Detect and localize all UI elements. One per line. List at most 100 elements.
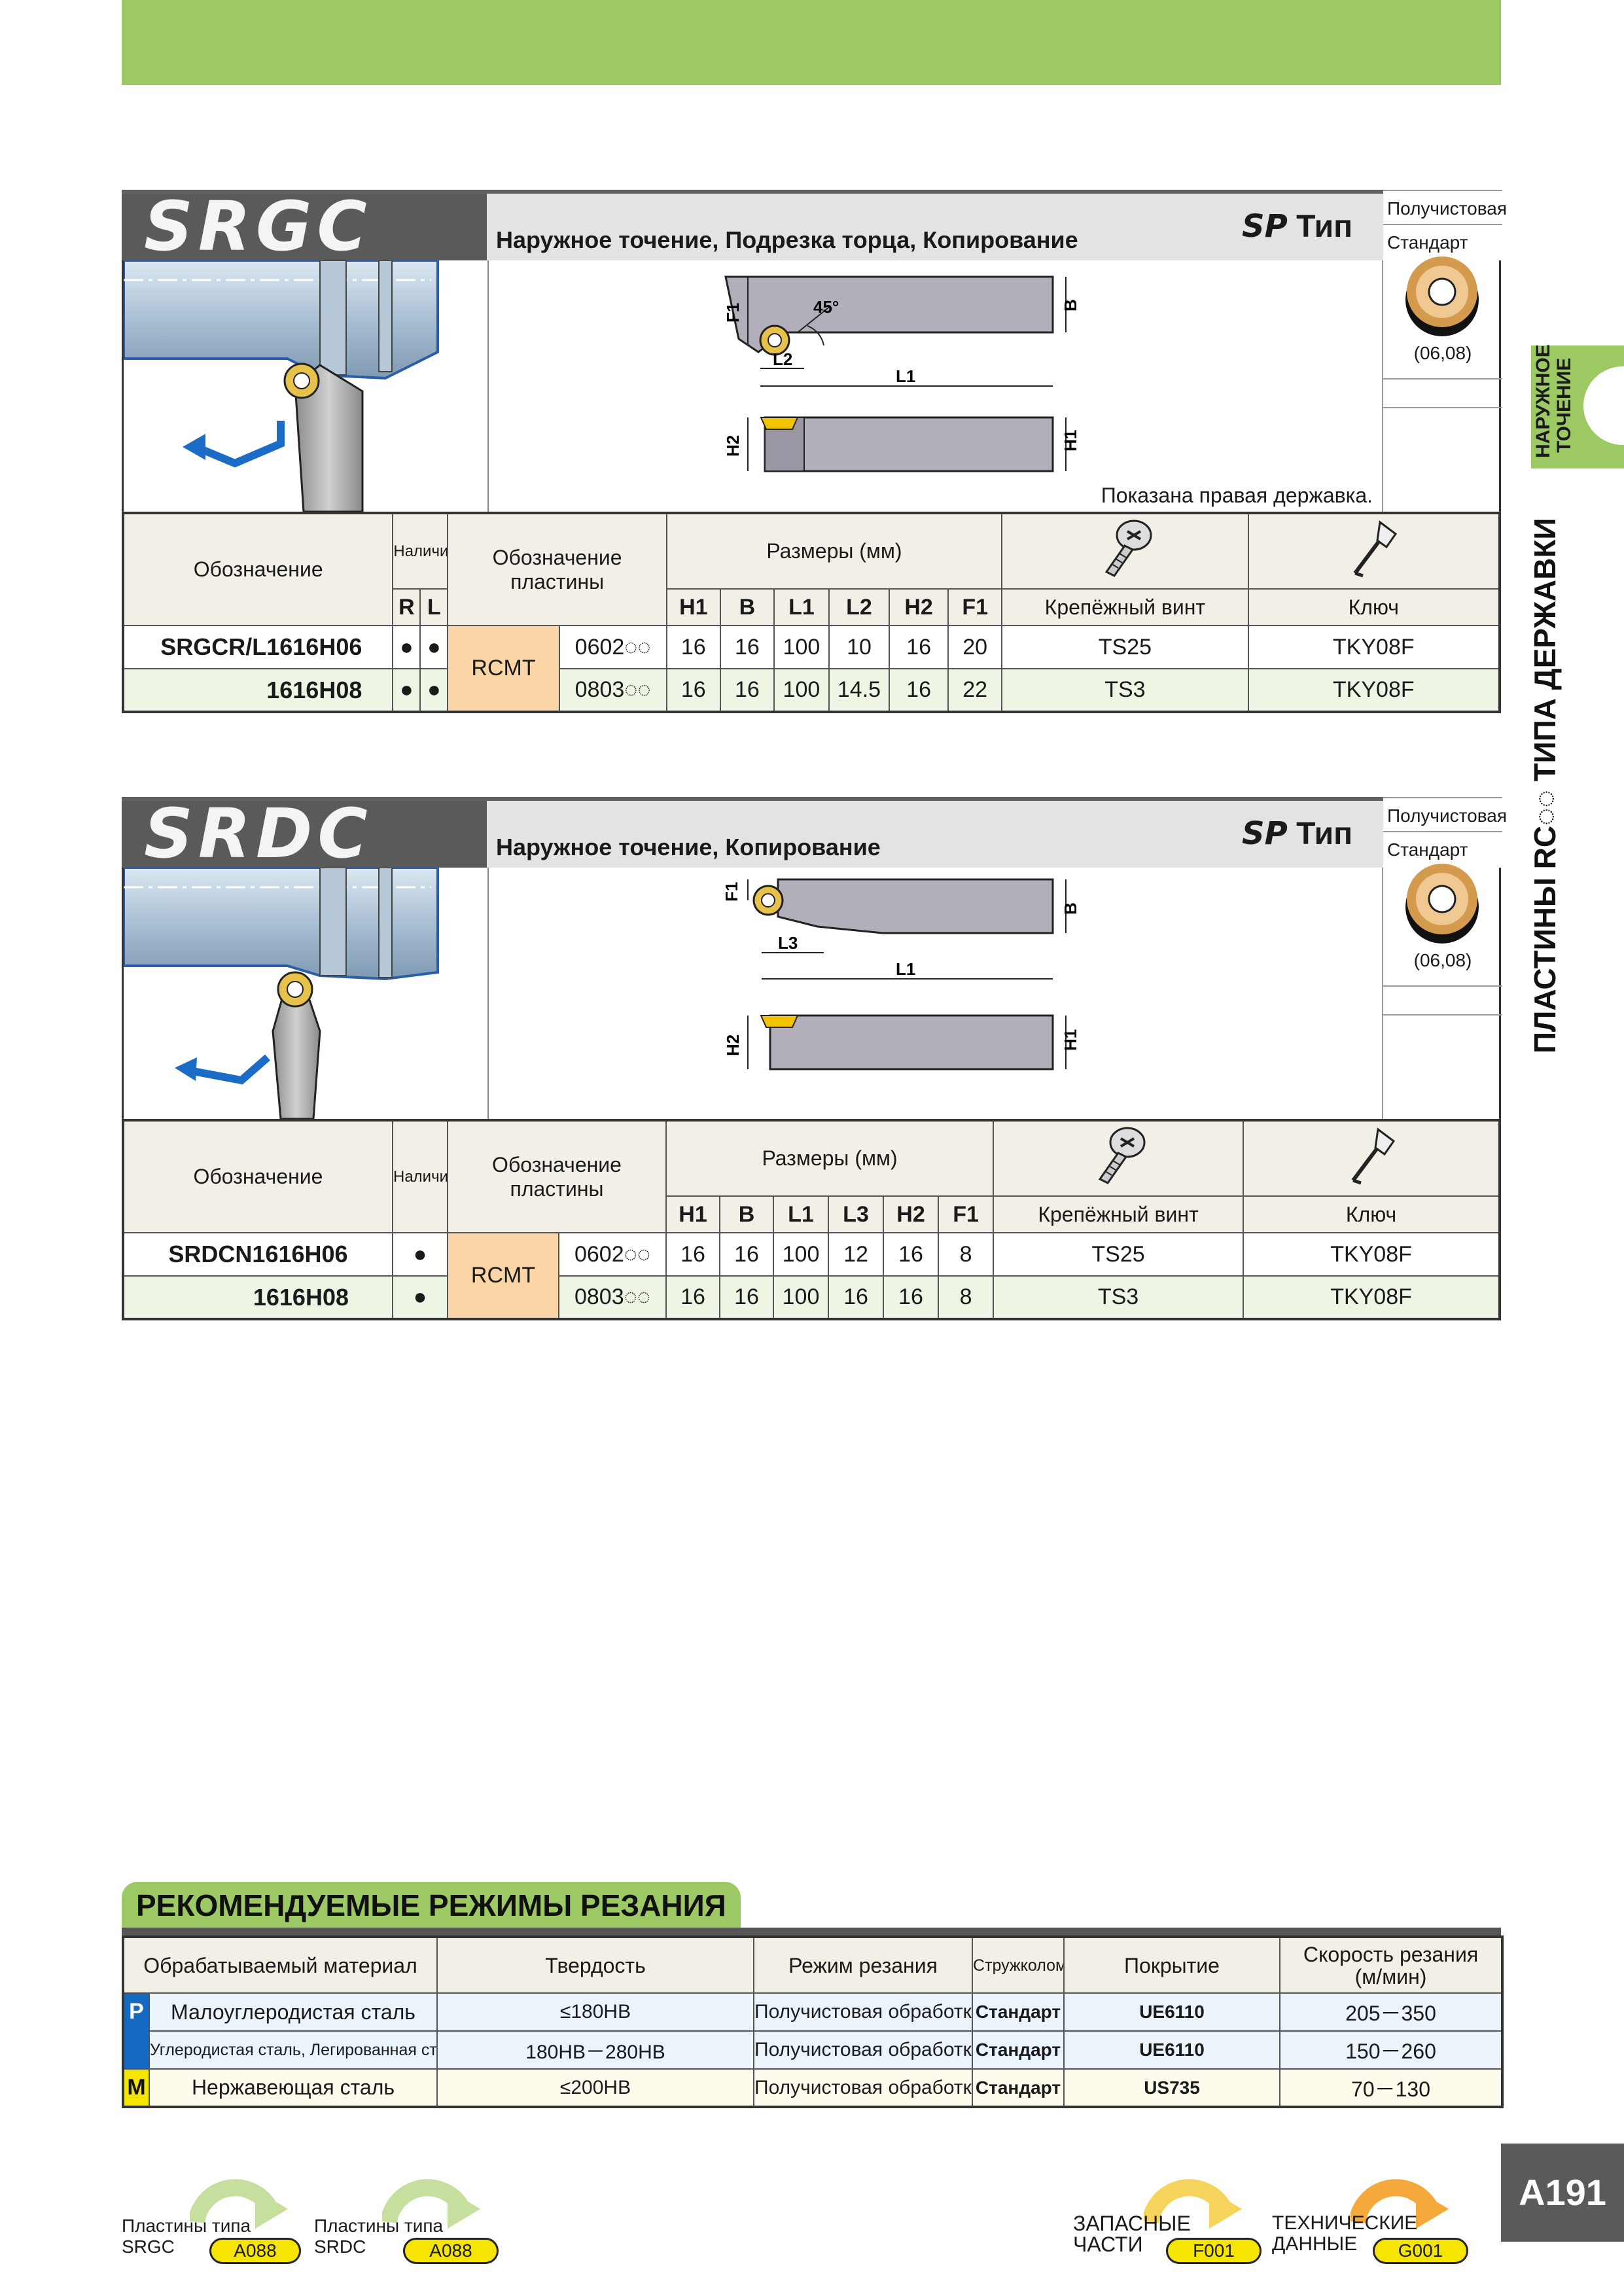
srdc-block: SRDC Наружное точение, Копирование SP Ти…: [122, 794, 1507, 1320]
cell-designation: SRGCR/L1616H06: [122, 625, 394, 669]
cell-speed: 205－350: [1279, 1992, 1504, 2032]
footer-ref-a088[interactable]: A088: [209, 2238, 301, 2264]
footer-link-srgc[interactable]: Пластины типа SRGC: [122, 2216, 251, 2257]
srgc-code-box: SRGC: [122, 186, 487, 266]
cell-availability: ●: [392, 1232, 448, 1277]
srdc-title: Наружное точение, Копирование: [496, 834, 881, 860]
col-insert-designation: Обозначение пластины: [447, 512, 667, 626]
col-key-icon-cell: [1243, 1120, 1501, 1197]
cell-coating: US735: [1063, 2068, 1281, 2108]
screw-icon: [1105, 520, 1152, 577]
srgc-figure-area: 45° B F1 L2 L1 H1 H2 Показана правая дер…: [122, 190, 1507, 513]
table-row[interactable]: M Нержавеющая сталь ≤200HB Получистовая …: [122, 2068, 1504, 2108]
cell-designation: 1616H08: [122, 668, 394, 713]
cell-h1: 16: [665, 668, 721, 713]
col-b: B: [719, 588, 775, 626]
cell-hardness: ≤200HB: [436, 2068, 755, 2108]
col-screw: Крепёжный винт: [993, 1195, 1244, 1233]
cell-hardness: 180HB－280HB: [436, 2030, 755, 2070]
footer-link-technical-data[interactable]: ТЕХНИЧЕСКИЕ ДАННЫЕ: [1272, 2213, 1417, 2255]
col-f1: F1: [947, 588, 1003, 626]
cell-h1: 16: [665, 1232, 721, 1277]
srdc-header: SRDC Наружное точение, Копирование SP Ти…: [122, 794, 1501, 874]
srdc-grade-panel: Получистовая Стандарт (06,08): [1382, 797, 1507, 1119]
table-row[interactable]: 1616H08 ● ● 0803◌◌ 16 16 100 14.5 16 22 …: [122, 668, 1501, 713]
dim-f1-label: F1: [723, 303, 743, 323]
cell-insert-family: RCMT: [447, 625, 560, 713]
arrow-icon: [190, 2179, 288, 2229]
col-f1: F1: [938, 1195, 995, 1233]
angle-label: 45°: [813, 297, 839, 317]
cell-h2: 16: [889, 625, 949, 669]
srdc-code: SRDC: [144, 794, 373, 874]
recommended-title: РЕКОМЕНДУЕМЫЕ РЕЖИМЫ РЕЗАНИЯ: [122, 1882, 741, 1928]
cell-insert-family: RCMT: [447, 1232, 559, 1320]
sp-label: SP: [1242, 208, 1288, 245]
cell-h2: 16: [889, 668, 949, 713]
srgc-semi-label: Получистовая: [1383, 190, 1507, 225]
srdc-semi-label: Получистовая: [1383, 797, 1507, 832]
srdc-figure-area: B F1 L3 L1 H1 H2 Получистовая Стандарт: [122, 797, 1507, 1120]
grade-divider: [1383, 985, 1502, 987]
screw-icon: [1098, 1127, 1146, 1184]
col-sizes: Размеры (мм): [665, 1120, 995, 1197]
col-h1: H1: [665, 1195, 721, 1233]
cell-l2: 14.5: [828, 668, 891, 713]
cell-screw: TS25: [993, 1232, 1244, 1277]
cell-chipbreaker: Стандарт: [972, 1992, 1065, 2032]
footer-ref-g001[interactable]: G001: [1373, 2238, 1468, 2264]
cell-h1: 16: [665, 1275, 721, 1320]
table-row[interactable]: SRGCR/L1616H06 ● ● RCMT 0602◌◌ 16 16 100…: [122, 625, 1501, 713]
srdc-standard-label: Стандарт: [1383, 832, 1502, 868]
top-accent-bar: [122, 0, 1501, 85]
iso-m-badge: M: [122, 2068, 150, 2108]
srdc-spec-table: Обозначение Наличие Обозначение пластины…: [122, 1119, 1502, 1320]
cell-l1: 100: [773, 625, 830, 669]
col-sizes: Размеры (мм): [665, 512, 1003, 590]
cell-b: 16: [719, 668, 775, 713]
type-label: Тип: [1296, 209, 1353, 244]
dim-h2-label: H2: [723, 1034, 743, 1056]
cell-coating: UE6110: [1063, 1992, 1281, 2032]
footer-link-line2: SRGC: [122, 2236, 175, 2257]
col-coating: Покрытие: [1063, 1936, 1281, 1994]
table-row[interactable]: 1616H08 ● 0803◌◌ 16 16 100 16 16 8 TS3 T…: [122, 1275, 1501, 1320]
cell-availability: ●: [392, 1275, 448, 1320]
cell-screw: TS3: [993, 1275, 1244, 1320]
table-row[interactable]: P Малоуглеродистая сталь ≤180HB Получист…: [122, 1992, 1504, 2070]
col-hardness: Твердость: [436, 1936, 755, 1994]
srgc-code: SRGC: [144, 186, 372, 266]
footer-link-spare-parts[interactable]: ЗАПАСНЫЕ ЧАСТИ: [1073, 2213, 1191, 2255]
dim-h2-label: H2: [723, 435, 743, 457]
side-tab-line2: ТОЧЕНИЕ: [1553, 357, 1575, 453]
table-row[interactable]: Углеродистая сталь, Легированная сталь 1…: [123, 2030, 1504, 2070]
cell-designation: 1616H08: [122, 1275, 393, 1320]
footer-link-line1: Пластины типа: [122, 2216, 251, 2236]
srgc-grade-panel: Получистовая Стандарт (06,08): [1382, 190, 1507, 512]
footer-link-srdc[interactable]: Пластины типа SRDC: [314, 2216, 443, 2257]
srgc-standard-label: Стандарт: [1383, 225, 1502, 260]
cell-l1: 100: [773, 668, 830, 713]
srdc-holder-image: [122, 866, 439, 1120]
cell-f1: 20: [947, 625, 1003, 669]
srgc-title: Наружное точение, Подрезка торца, Копиро…: [496, 226, 1078, 253]
footer-ref-a088[interactable]: A088: [403, 2238, 499, 2264]
cell-coating: UE6110: [1063, 2030, 1281, 2070]
dim-b-label: B: [1061, 299, 1080, 311]
cell-mode: Получистовая обработка: [753, 2030, 974, 2070]
footer-ref-f001[interactable]: F001: [1166, 2238, 1262, 2264]
cell-insert: 0803◌◌: [558, 668, 667, 713]
col-insert-designation: Обозначение пластины: [446, 1120, 667, 1233]
shown-right-note: Показана правая державка.: [1101, 484, 1373, 507]
cell-chipbreaker: Стандарт: [972, 2030, 1065, 2070]
col-screw: Крепёжный винт: [1001, 588, 1249, 626]
cell-l: ●: [419, 625, 449, 669]
srgc-sp-type: SP Тип: [1242, 208, 1352, 245]
col-chipbreaker: Стружколом: [972, 1936, 1065, 1994]
table-row[interactable]: SRDCN1616H06 ● RCMT 0602◌◌ 16 16 100 12 …: [122, 1232, 1501, 1320]
cell-designation: SRDCN1616H06: [122, 1232, 393, 1277]
footer-link-line2: ДАННЫЕ: [1272, 2233, 1358, 2255]
srdc-insert-sizes: (06,08): [1413, 950, 1472, 970]
srgc-holder-illustration: [122, 259, 489, 513]
cell-l3: 16: [828, 1275, 885, 1320]
